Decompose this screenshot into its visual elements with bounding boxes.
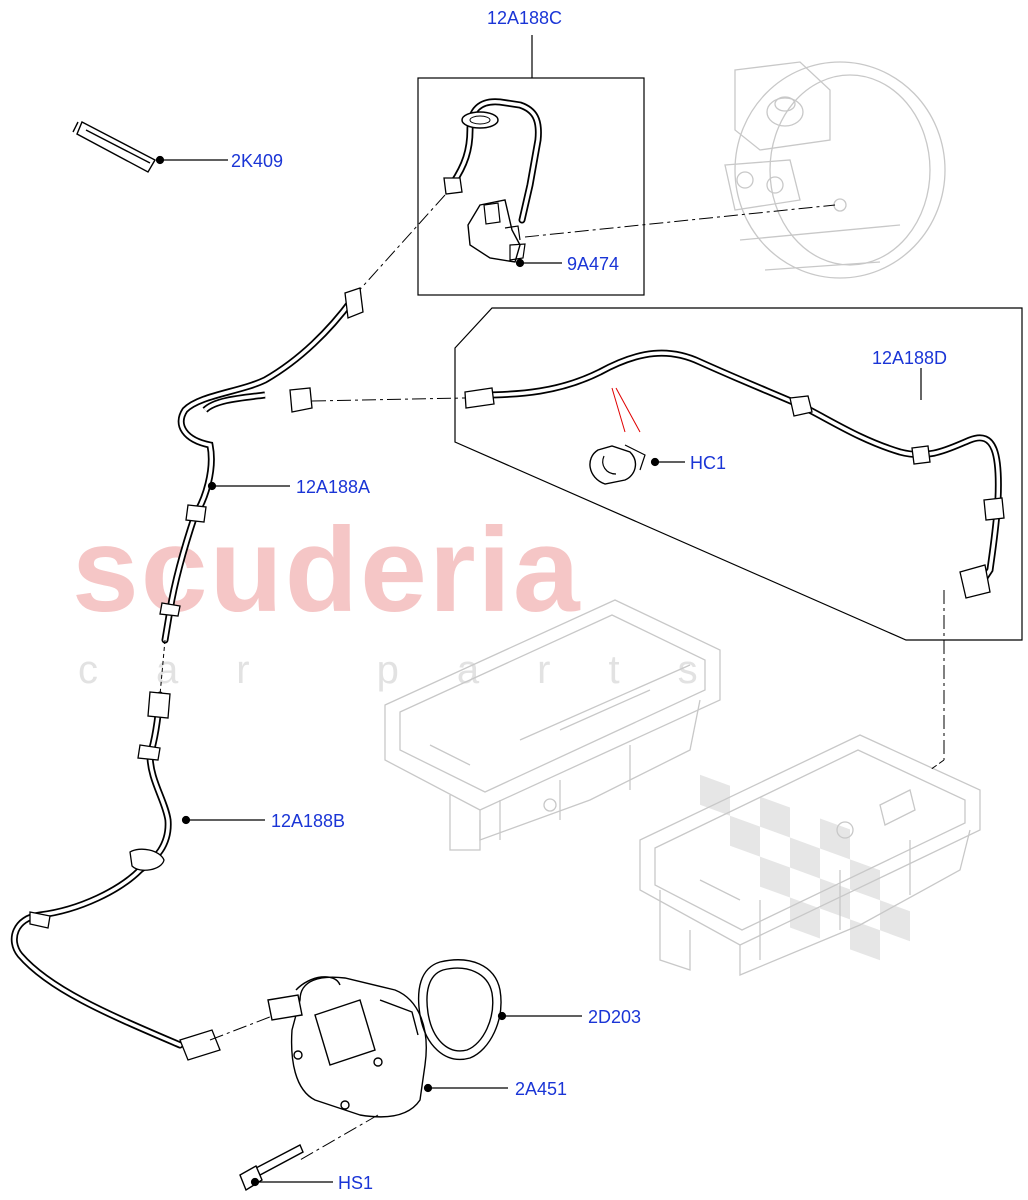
callout-12a188a[interactable]: 12A188A [296,477,371,497]
vacuum-pump [267,976,427,1161]
checkered-flag-watermark [700,774,910,961]
12a188d-detail-box [454,307,1023,771]
watermark-tagline: car parts [78,648,756,692]
vacuum-pipe-main [10,287,364,1061]
callout-2k409[interactable]: 2K409 [231,151,284,171]
callout-hc1[interactable]: HC1 [690,453,727,473]
callout-hs1[interactable]: HS1 [338,1173,374,1193]
bolt [239,1144,304,1192]
link-line-a-d [311,397,466,402]
callout-12a188d[interactable]: 12A188D [872,348,948,368]
callout-12a188c[interactable]: 12A188C [487,8,563,28]
brake-booster-ghost [724,61,946,279]
callout-12a188b[interactable]: 12A188B [271,811,346,831]
callout-9a474[interactable]: 9A474 [567,254,620,274]
oil-pan-lower-ghost [639,734,981,976]
gasket [417,959,502,1061]
callout-leaders [155,155,685,1187]
oil-pan-upper-ghost [384,599,721,851]
watermark-brand: scuderia [72,503,582,637]
callout-2d203[interactable]: 2D203 [588,1007,642,1027]
2k409-clip [72,121,156,173]
12a188c-detail-box [354,35,836,296]
callout-2a451[interactable]: 2A451 [515,1079,568,1099]
